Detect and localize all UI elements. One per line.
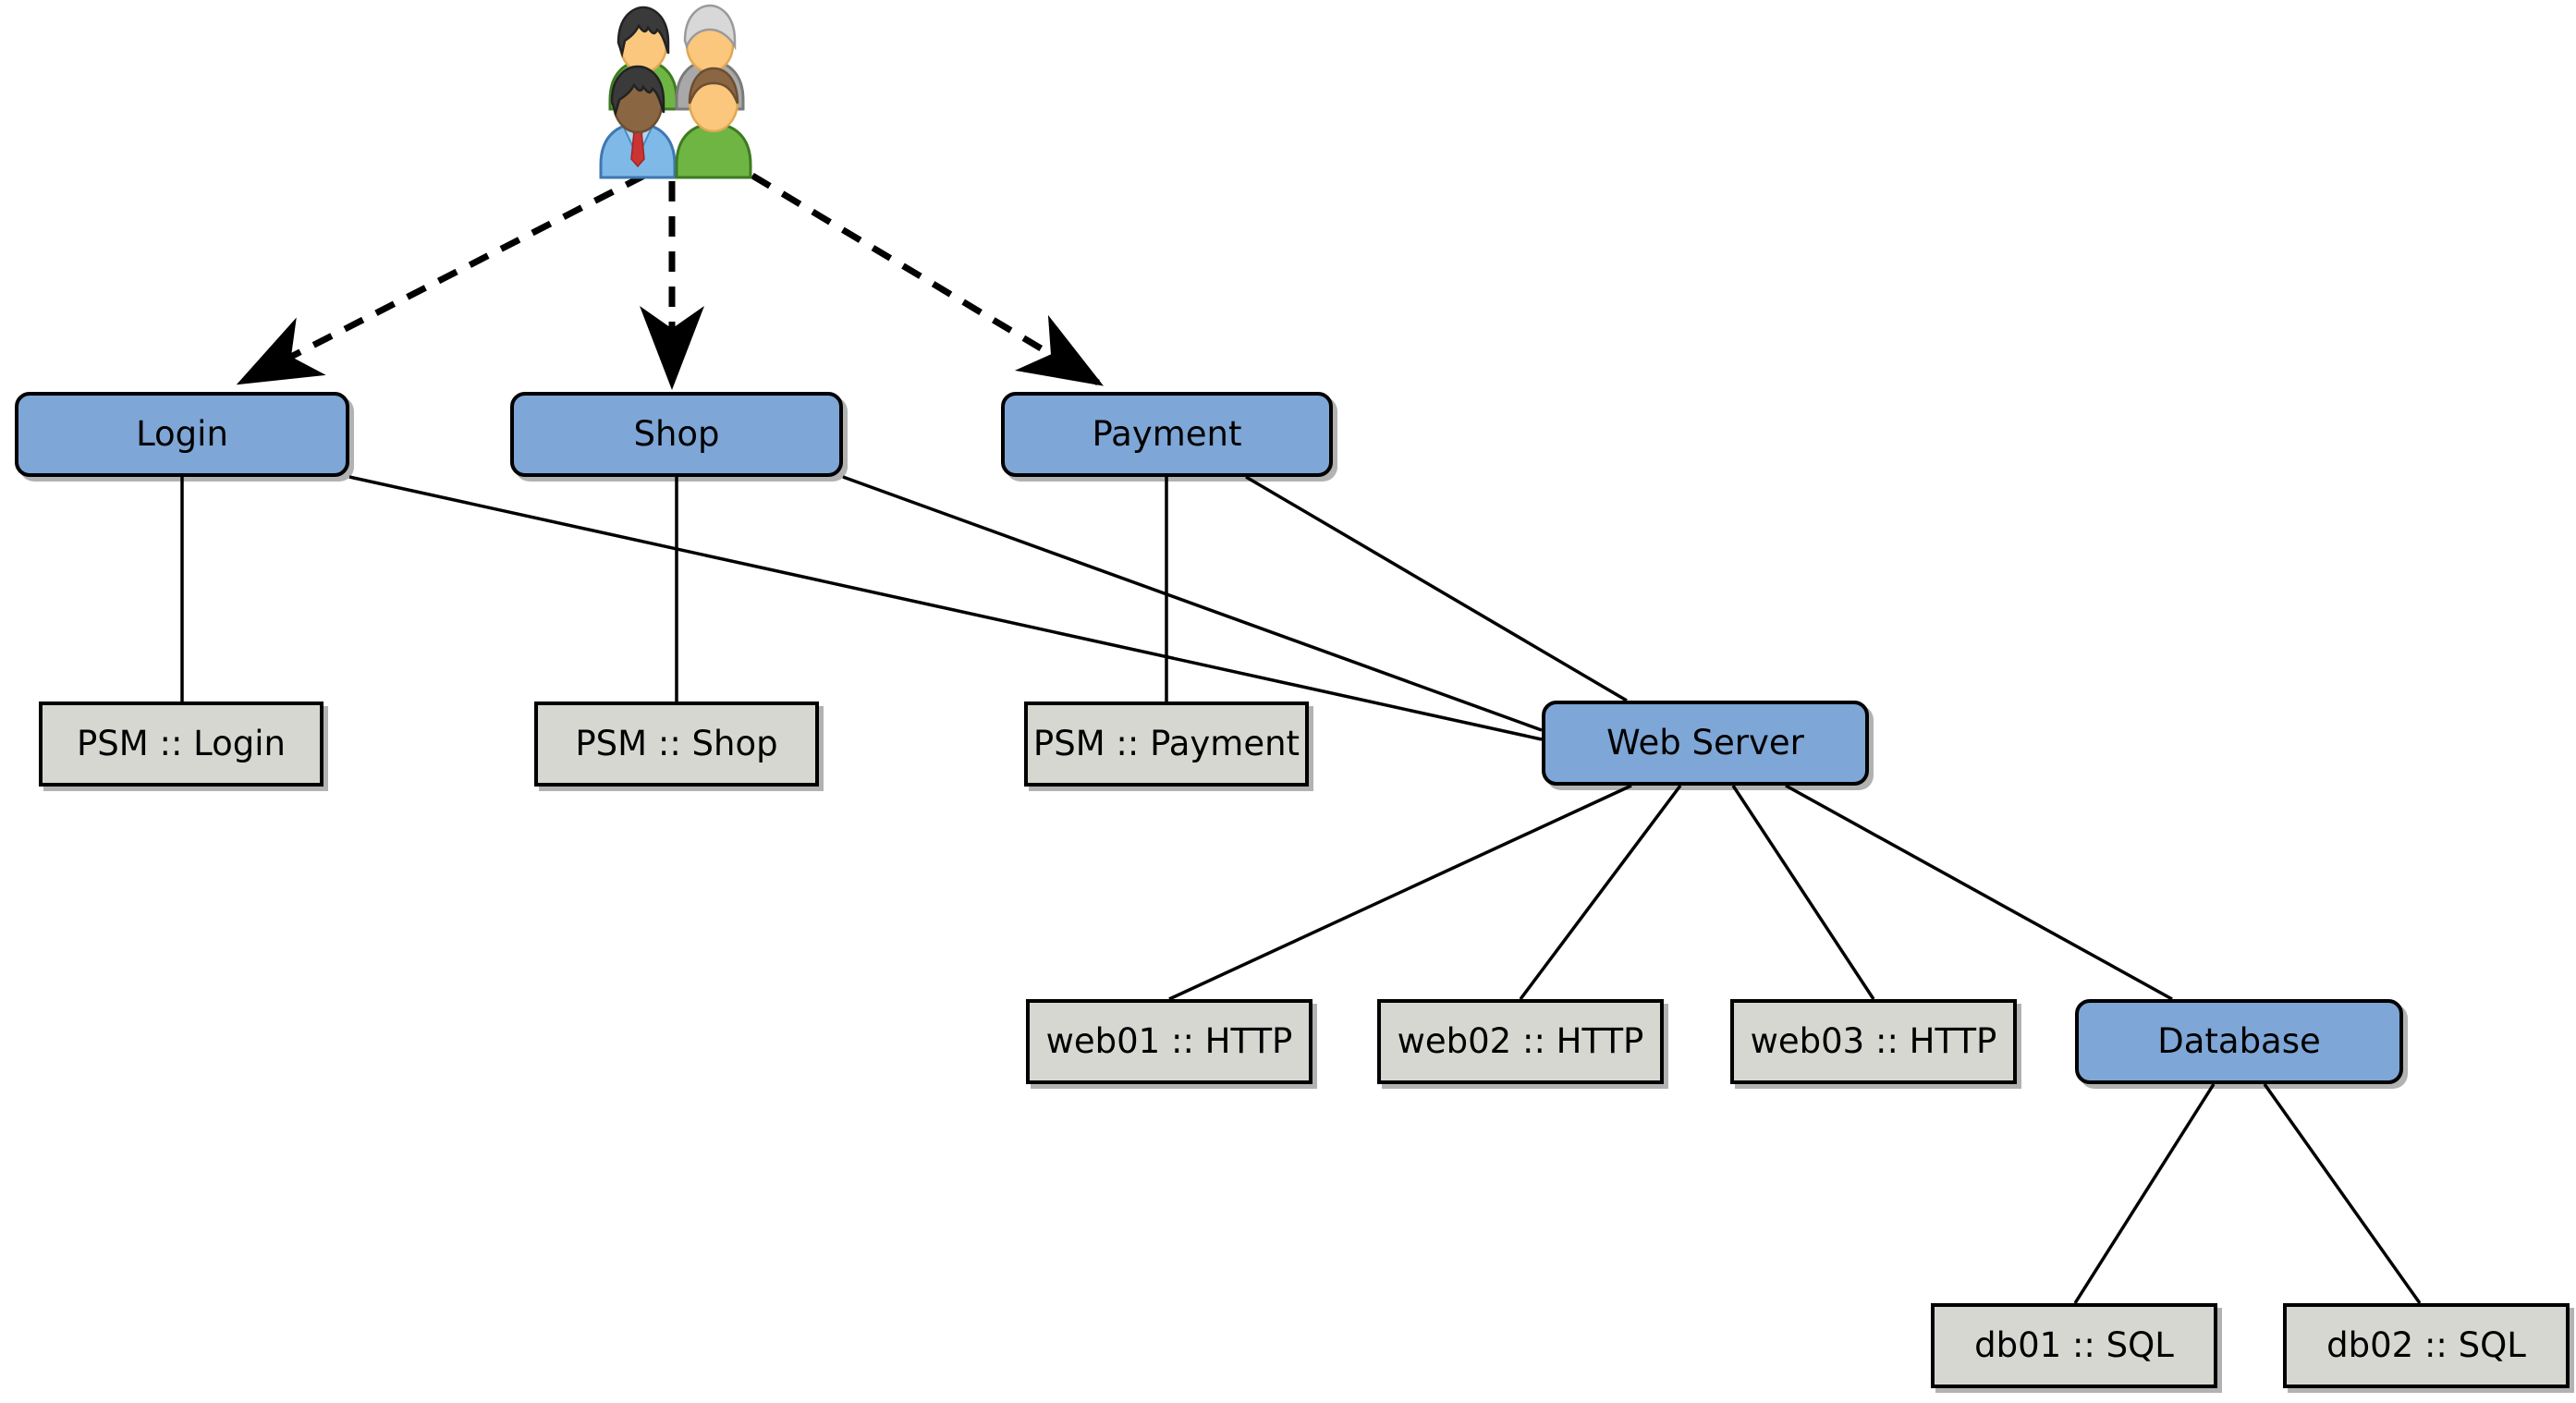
edge-webserver-to-web01: [1168, 784, 1632, 1001]
actor-person-front-left: [599, 65, 677, 179]
node-psm_payment[interactable]: PSM :: Payment: [1024, 702, 1309, 787]
edge-database-to-db01: [2073, 1083, 2216, 1304]
node-label: Payment: [1092, 413, 1242, 454]
edges-group: [180, 172, 2422, 1305]
node-web01[interactable]: web01 :: HTTP: [1026, 999, 1312, 1084]
node-payment[interactable]: Payment: [1001, 392, 1333, 477]
node-label: PSM :: Login: [77, 723, 286, 763]
node-db01[interactable]: db01 :: SQL: [1931, 1303, 2217, 1388]
node-webserver[interactable]: Web Server: [1542, 701, 1869, 786]
node-shop[interactable]: Shop: [510, 392, 843, 477]
edge-actor-to-login: [236, 172, 646, 385]
node-label: db02 :: SQL: [2326, 1324, 2526, 1365]
edge-shop-to-webserver: [842, 475, 1543, 732]
node-psm_shop[interactable]: PSM :: Shop: [534, 702, 819, 787]
node-label: db01 :: SQL: [1974, 1324, 2174, 1365]
node-web03[interactable]: web03 :: HTTP: [1730, 999, 2017, 1084]
node-label: PSM :: Shop: [575, 723, 778, 763]
node-label: PSM :: Payment: [1032, 723, 1300, 763]
node-label: Web Server: [1606, 722, 1804, 762]
node-label: Database: [2157, 1020, 2321, 1061]
actor-person-front-right: [675, 67, 752, 179]
edge-webserver-to-database: [1785, 784, 2173, 1001]
edge-payment-to-webserver: [1245, 475, 1628, 702]
node-login[interactable]: Login: [15, 392, 349, 477]
edge-webserver-to-web02: [1519, 784, 1682, 1001]
node-label: Login: [136, 413, 228, 454]
edge-database-to-db02: [2263, 1082, 2422, 1305]
node-db02[interactable]: db02 :: SQL: [2283, 1303, 2570, 1388]
edge-login-to-webserver: [348, 475, 1543, 741]
node-label: web03 :: HTTP: [1750, 1020, 1997, 1061]
node-label: web01 :: HTTP: [1045, 1020, 1293, 1061]
edge-actor-to-payment: [751, 172, 1105, 386]
node-psm_login[interactable]: PSM :: Login: [39, 702, 324, 787]
node-label: web02 :: HTTP: [1397, 1020, 1644, 1061]
node-web02[interactable]: web02 :: HTTP: [1377, 999, 1664, 1084]
users-group-icon: [573, 0, 776, 185]
node-label: Shop: [633, 413, 720, 454]
edge-webserver-to-web03: [1731, 785, 1875, 1000]
node-database[interactable]: Database: [2075, 999, 2403, 1084]
